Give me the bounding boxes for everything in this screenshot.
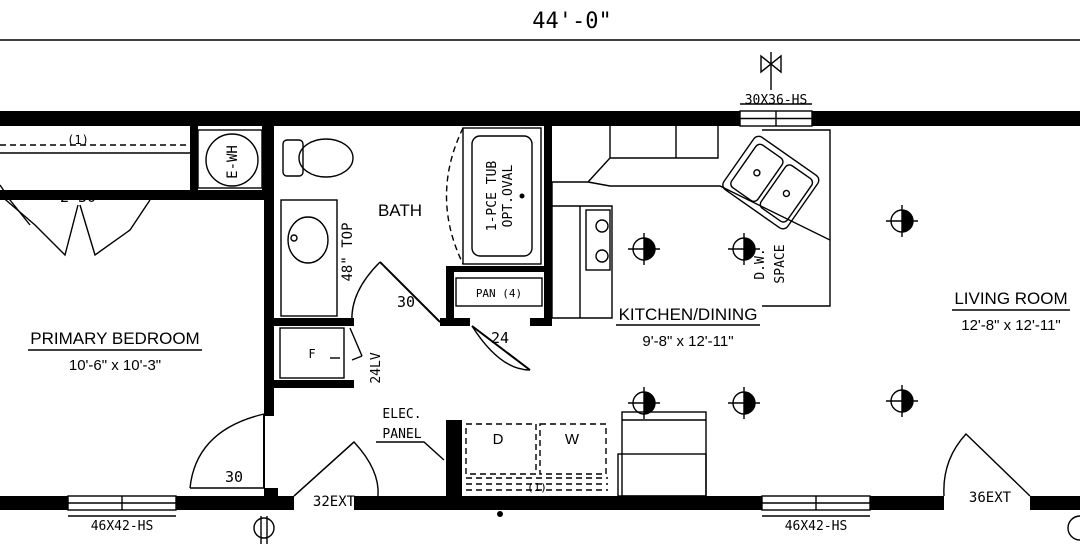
primary-bedroom-name: PRIMARY BEDROOM	[30, 329, 199, 348]
dishwasher-space: D.W. SPACE	[753, 244, 788, 283]
laundry-area: D W (1)	[465, 423, 608, 494]
water-heater-label: E-WH	[225, 145, 241, 179]
hose-bib-icon	[760, 52, 782, 90]
pan-label: PAN (4)	[476, 287, 522, 300]
laundry-shelf-label: (1)	[527, 481, 547, 494]
refrigerator-icon	[617, 411, 707, 497]
sink-icon	[722, 135, 820, 230]
bedroom-door: 30	[189, 413, 265, 489]
ceiling-light-icon	[628, 387, 660, 419]
window-living: 46X42-HS	[761, 495, 871, 534]
closet-bifold-door: 2-30	[0, 184, 151, 257]
ceiling-light-icon	[628, 233, 660, 265]
living-room-name: LIVING ROOM	[954, 289, 1067, 308]
electrical-panel: ELEC. PANEL	[376, 407, 445, 461]
interior-walls	[0, 126, 552, 496]
linen-label: 24LV	[369, 352, 384, 383]
exterior-door-left: 32EXT	[293, 441, 379, 510]
living-room-size: 12'-8" x 12'-11"	[961, 317, 1061, 334]
window-top-label: 30X36-HS	[745, 93, 808, 108]
closet-door-label: 2-30	[60, 188, 96, 206]
elec-panel-line2: PANEL	[382, 427, 421, 442]
hitch-marker	[497, 511, 503, 517]
exterior-outlet-icon	[1067, 515, 1080, 541]
bath-room-name: BATH	[378, 201, 422, 220]
toilet-icon	[282, 138, 354, 178]
primary-bedroom-size: 10'-6" x 10'-3"	[69, 357, 161, 374]
bath-door: 30	[351, 261, 441, 323]
shelf-label: (1)	[67, 133, 89, 147]
overall-width-dimension: 44'-0"	[532, 9, 611, 34]
kitchen-dining-name: KITCHEN/DINING	[619, 305, 758, 324]
pan-closet: PAN (4)	[455, 277, 543, 307]
tub-label-line1: 1-PCE TUB	[485, 161, 500, 232]
ceiling-light-icon	[886, 385, 918, 417]
pan-closet-door: 24	[471, 325, 531, 371]
ceiling-light-icon	[886, 205, 918, 237]
window-bedroom-label: 46X42-HS	[91, 519, 154, 534]
bedroom-door-label: 30	[225, 468, 243, 486]
exterior-door-right: 36EXT	[943, 432, 1031, 506]
window-bedroom: 46X42-HS	[67, 495, 177, 534]
range-icon	[585, 209, 611, 271]
tub-label-line2: OPT.OVAL	[501, 165, 516, 228]
dryer-label: D	[493, 431, 504, 448]
furnace-icon: F 24LV	[279, 327, 384, 384]
dw-label-line2: SPACE	[773, 244, 788, 283]
bath-door-label: 30	[397, 293, 415, 311]
primary-bedroom-label: PRIMARY BEDROOM 10'-6" x 10'-3"	[28, 329, 202, 374]
water-heater-icon: E-WH	[197, 129, 263, 189]
kitchen-dining-label: KITCHEN/DINING 9'-8" x 12'-11"	[616, 305, 760, 350]
exterior-door-left-label: 32EXT	[313, 494, 356, 510]
vanity-top-label: 48" TOP	[340, 222, 356, 281]
window-living-label: 46X42-HS	[785, 519, 848, 534]
furnace-label: F	[308, 347, 315, 361]
ceiling-light-icon	[728, 387, 760, 419]
ceiling-light-icon	[728, 233, 760, 265]
elec-panel-line1: ELEC.	[382, 407, 421, 422]
washer-label: W	[565, 431, 580, 448]
dw-label-line1: D.W.	[753, 248, 768, 279]
window-top: 30X36-HS	[739, 93, 813, 127]
bathtub-icon: 1-PCE TUB OPT.OVAL	[445, 127, 542, 265]
exterior-outlet-icon	[253, 516, 275, 544]
living-room-label: LIVING ROOM 12'-8" x 12'-11"	[952, 289, 1070, 334]
kitchen-dining-size: 9'-8" x 12'-11"	[642, 333, 733, 350]
pan-door-label: 24	[491, 329, 509, 347]
vanity-icon: 48" TOP	[280, 199, 356, 317]
closet-shelf: (1)	[0, 133, 190, 154]
exterior-door-right-label: 36EXT	[969, 490, 1012, 506]
kitchen-counter	[551, 126, 831, 319]
